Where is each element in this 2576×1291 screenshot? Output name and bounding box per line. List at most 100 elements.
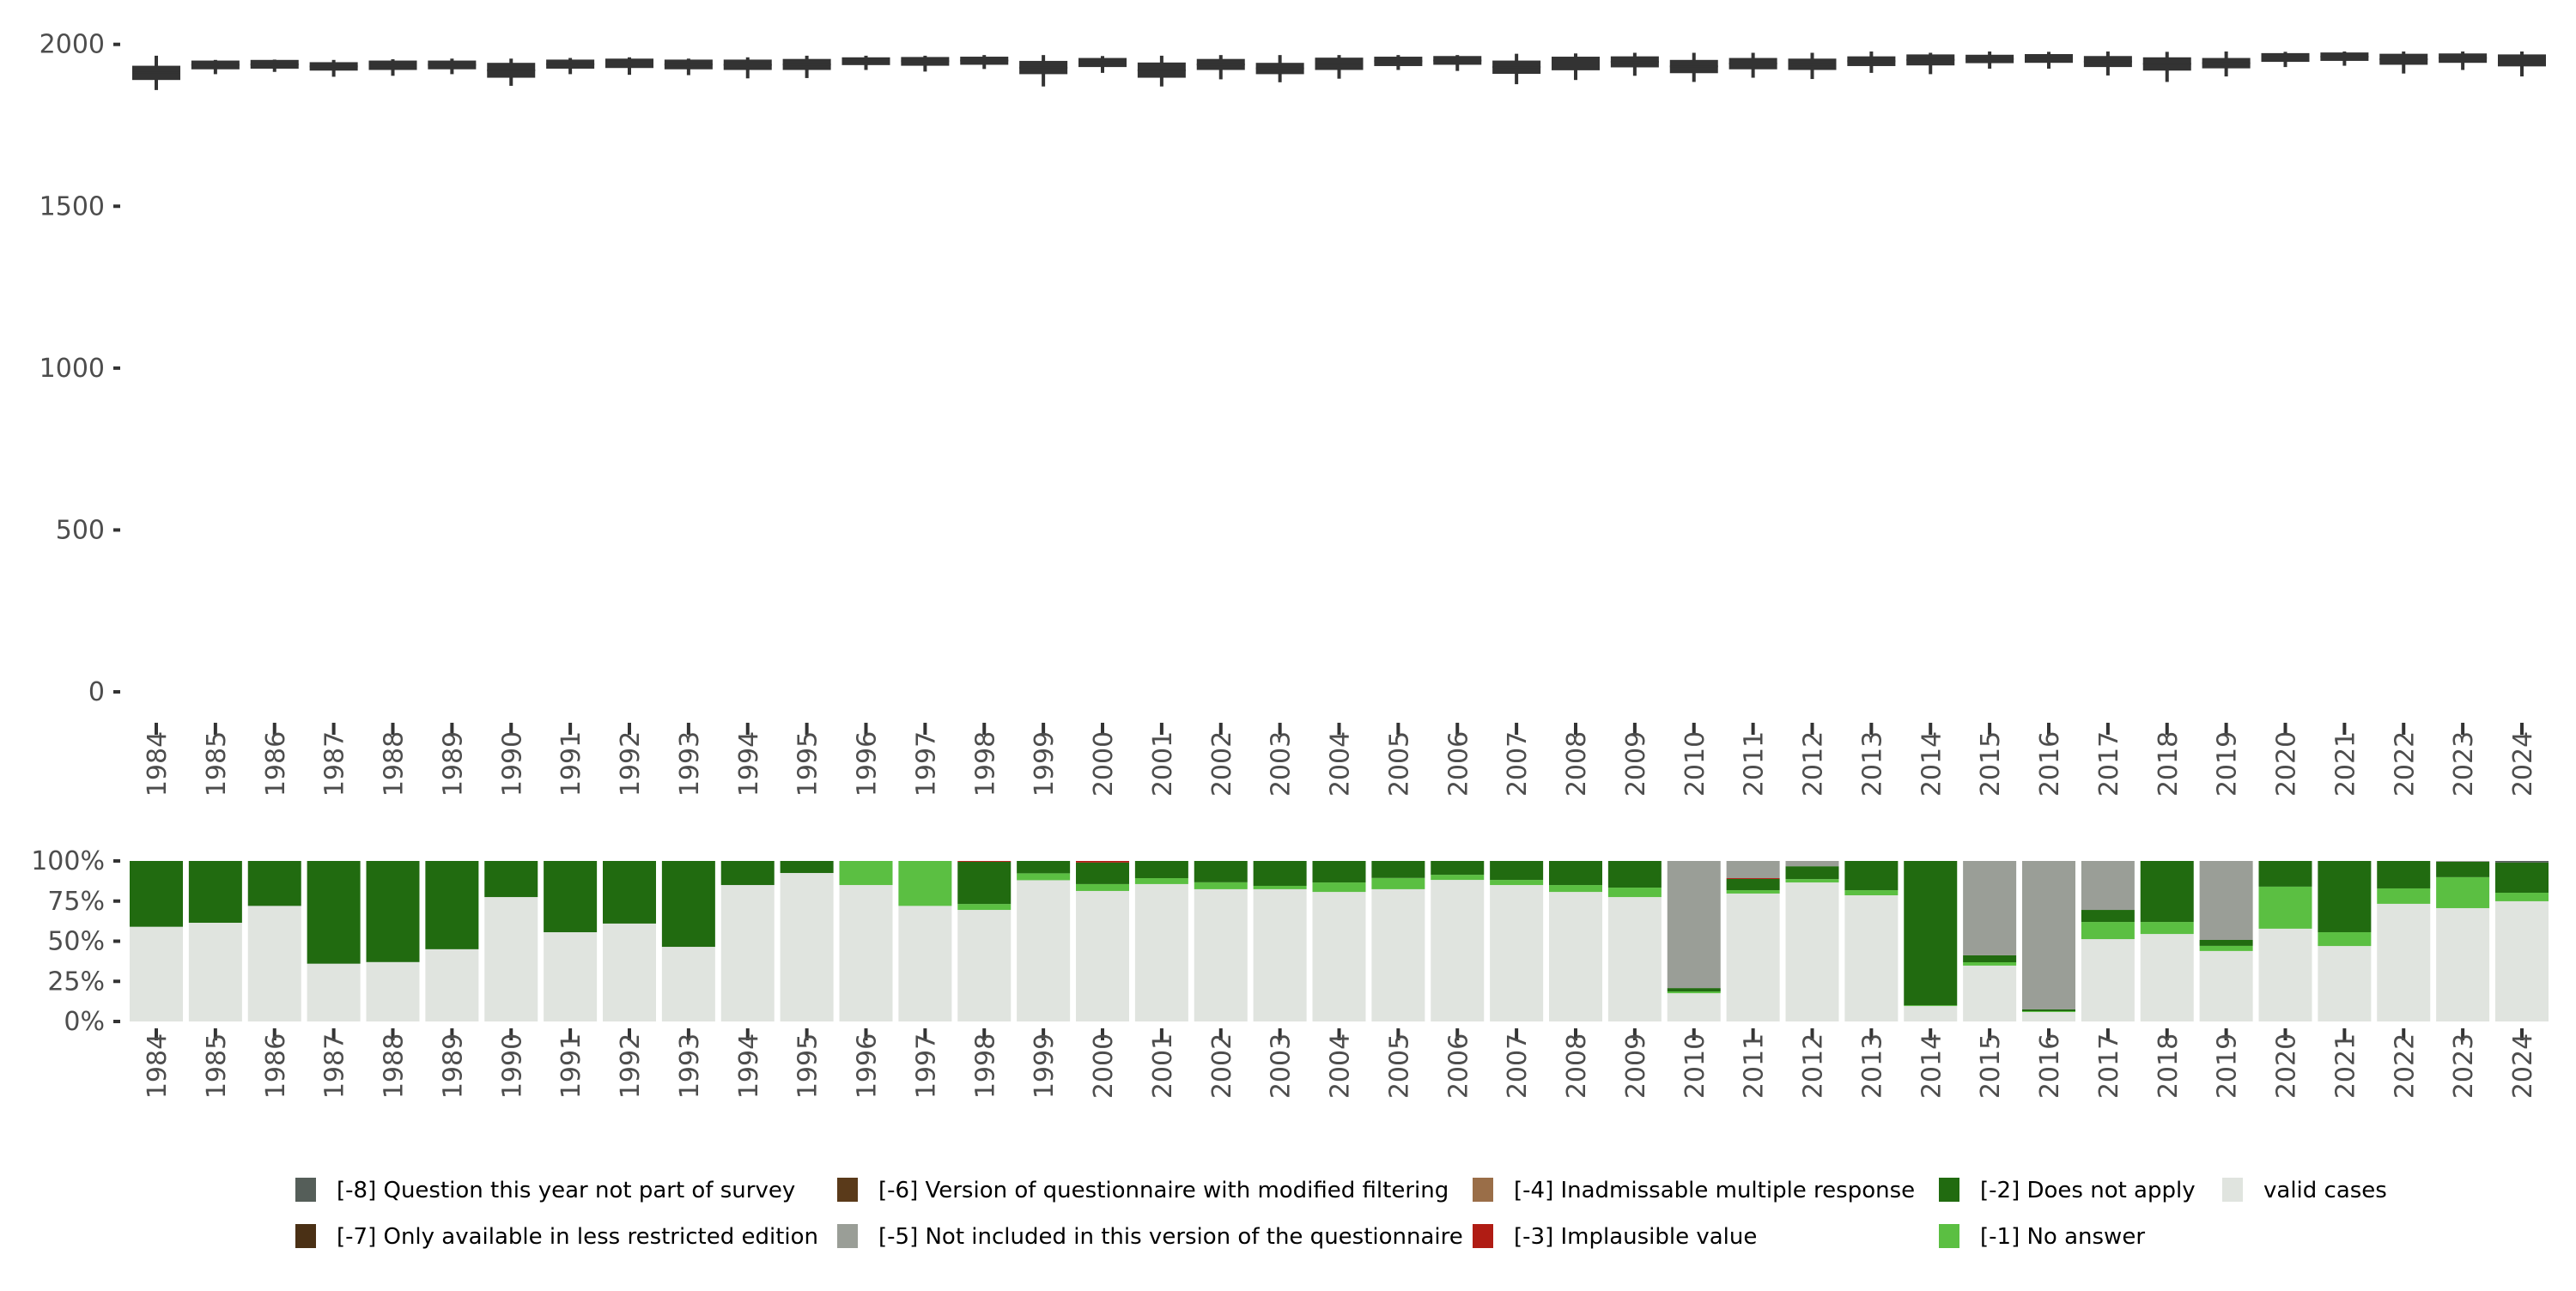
- bar-segment-m1: [2318, 932, 2372, 947]
- y-tick-label: 25%: [47, 967, 105, 997]
- x-tick-label: 2017: [2094, 731, 2124, 797]
- bar-segment-valid: [1371, 888, 1425, 1021]
- bar-segment-valid: [1312, 892, 1366, 1021]
- box-2001: [1137, 55, 1186, 87]
- bar-1994: [720, 861, 775, 1021]
- box-2005: [1374, 55, 1423, 70]
- box-1998: [960, 55, 1009, 70]
- x-tick-label: 1994: [734, 731, 764, 797]
- bar-segment-m2: [720, 861, 775, 886]
- x-tick-label: 2010: [1680, 1033, 1710, 1099]
- box-2021: [2320, 51, 2369, 66]
- x-tick-label: 2018: [2154, 731, 2184, 797]
- bar-segment-valid: [2081, 939, 2135, 1021]
- bar-segment-m1: [1607, 888, 1662, 898]
- bar-segment-valid: [1726, 893, 1780, 1021]
- y-tick-label: 75%: [47, 887, 105, 917]
- box-2016: [2025, 52, 2073, 69]
- x-tick-label: 1991: [556, 731, 586, 797]
- y-tick-label: 1500: [39, 191, 105, 221]
- box-2007: [1492, 53, 1541, 85]
- y-tick-label: 100%: [31, 846, 105, 876]
- bar-segment-m1: [1194, 882, 1248, 889]
- bar-segment-m1: [1904, 1005, 1958, 1007]
- x-tick-label: 1989: [438, 731, 468, 797]
- x-tick-label: 1987: [320, 731, 350, 797]
- bar-segment-m2: [1549, 861, 1602, 886]
- x-tick-label: 1992: [616, 1033, 646, 1099]
- bar-segment-valid: [780, 873, 834, 1021]
- bar-segment-m2: [2258, 861, 2312, 887]
- bar-segment-valid: [544, 932, 598, 1021]
- legend-item: valid cases: [2222, 1178, 2387, 1203]
- box-1999: [1019, 55, 1068, 87]
- bar-segment-valid: [1785, 882, 1839, 1021]
- bar-segment-m1: [1312, 882, 1366, 893]
- x-tick-label: 1993: [675, 731, 705, 797]
- bar-segment-valid: [661, 947, 715, 1021]
- bar-segment-m1: [1253, 885, 1307, 889]
- bar-2009: [1607, 861, 1662, 1021]
- legend-item: [-5] Not included in this version of the…: [837, 1224, 1463, 1250]
- bar-segment-m3: [1726, 878, 1780, 879]
- x-tick-label: 2005: [1384, 731, 1414, 797]
- x-tick-label: 2023: [2449, 1033, 2479, 1099]
- box-2018: [2142, 52, 2191, 82]
- bar-segment-m2: [2318, 861, 2372, 933]
- box-2013: [1847, 51, 1896, 73]
- x-tick-label: 1986: [261, 1033, 291, 1099]
- bar-1992: [603, 861, 656, 1021]
- legend-label: [-2] Does not apply: [1980, 1178, 2196, 1203]
- bar-2005: [1371, 861, 1425, 1021]
- bar-segment-m2: [1312, 861, 1366, 883]
- bar-segment-m1: [1431, 875, 1485, 881]
- x-tick-label: 1990: [497, 731, 527, 797]
- box-1992: [605, 57, 653, 76]
- bar-segment-m2: [780, 861, 834, 874]
- bar-segment-valid: [1194, 888, 1248, 1021]
- bar-segment-valid: [1253, 888, 1307, 1021]
- bar-segment-m2: [1076, 862, 1129, 884]
- bar-2024: [2495, 861, 2549, 1021]
- bar-2019: [2199, 861, 2253, 1021]
- bar-2023: [2436, 861, 2490, 1021]
- x-tick-label: 2011: [1740, 731, 1770, 797]
- bar-segment-valid: [247, 906, 301, 1021]
- x-tick-label: 2015: [1976, 1033, 2006, 1099]
- x-tick-label: 2004: [1326, 1033, 1356, 1099]
- x-tick-label: 2000: [1089, 1033, 1119, 1099]
- bar-segment-valid: [2377, 903, 2431, 1021]
- box-2020: [2261, 52, 2310, 68]
- box-2015: [1965, 51, 2014, 69]
- x-tick-label: 1989: [438, 1033, 468, 1099]
- x-tick-label: 1995: [793, 1033, 823, 1099]
- bar-segment-m3: [957, 861, 1012, 862]
- box-2006: [1433, 55, 1482, 71]
- x-tick-label: 2019: [2213, 731, 2243, 797]
- legend-item: [-1] No answer: [1939, 1224, 2145, 1250]
- legend-swatch: [1473, 1178, 1493, 1202]
- bar-segment-m2: [1844, 861, 1899, 891]
- legend-swatch: [1939, 1178, 1959, 1202]
- bar-1987: [307, 861, 361, 1021]
- x-tick-label: 2014: [1917, 1033, 1947, 1099]
- legend-swatch: [295, 1224, 316, 1248]
- box-1989: [428, 58, 477, 75]
- x-tick-label: 2021: [2330, 1033, 2360, 1099]
- x-tick-label: 1995: [793, 731, 823, 797]
- x-tick-label: 2009: [1621, 1033, 1651, 1099]
- bar-segment-m1: [2495, 893, 2549, 901]
- legend-label: [-7] Only available in less restricted e…: [337, 1224, 818, 1250]
- x-tick-label: 2000: [1089, 731, 1119, 797]
- x-tick-label: 2002: [1207, 731, 1237, 797]
- legend-swatch: [837, 1178, 858, 1202]
- x-tick-label: 1999: [1030, 731, 1060, 797]
- x-tick-label: 1988: [380, 1033, 410, 1099]
- x-tick-label: 2011: [1740, 1033, 1770, 1099]
- x-tick-label: 2012: [1799, 731, 1829, 797]
- legend-item: [-7] Only available in less restricted e…: [295, 1224, 818, 1250]
- x-tick-label: 2020: [2272, 731, 2302, 797]
- bar-segment-valid: [1490, 885, 1544, 1021]
